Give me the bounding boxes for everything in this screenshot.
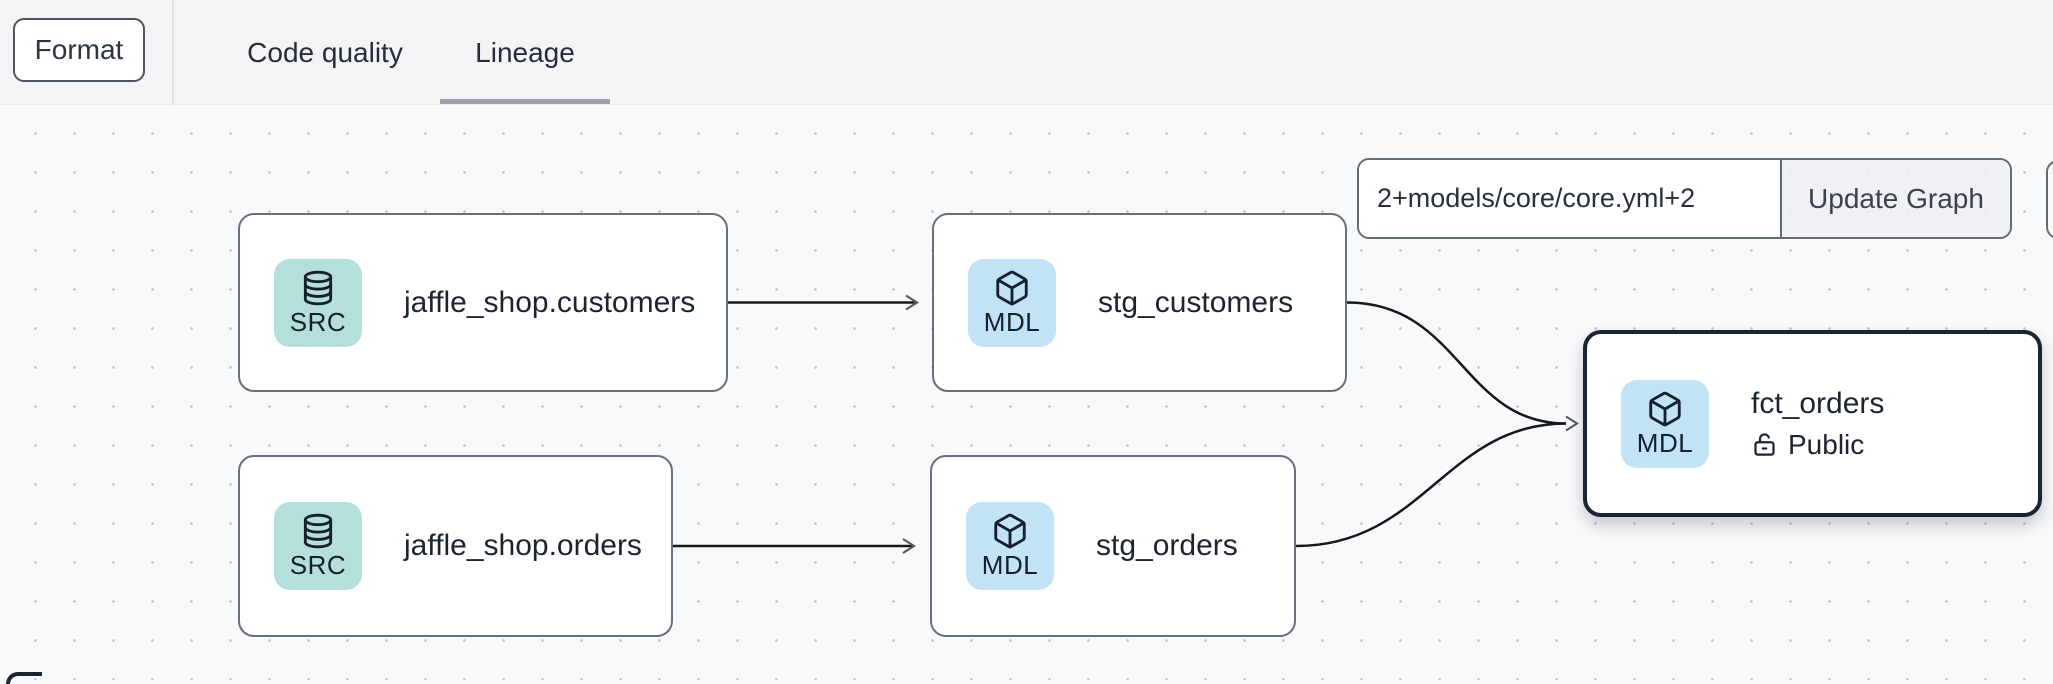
lineage-selector-group: Update Graph — [1357, 158, 2012, 239]
node-fct-orders-selected[interactable]: MDL fct_orders Public — [1583, 330, 2042, 517]
node-label: jaffle_shop.customers — [404, 285, 696, 319]
lineage-selector-input[interactable] — [1359, 160, 1780, 237]
node-jaffle-shop-orders[interactable]: SRC jaffle_shop.orders — [238, 455, 673, 637]
tab-lineage[interactable]: Lineage — [440, 0, 610, 105]
node-stg-customers[interactable]: MDL stg_customers — [932, 213, 1347, 392]
node-label: fct_orders — [1751, 386, 1885, 420]
badge-label: MDL — [981, 550, 1039, 581]
toolbar-divider — [172, 0, 174, 105]
source-badge: SRC — [274, 258, 362, 347]
update-graph-button[interactable]: Update Graph — [1782, 160, 2010, 237]
access-row: Public — [1751, 429, 1884, 461]
active-tab-underline — [440, 99, 610, 104]
badge-label: MDL — [1636, 427, 1694, 458]
cube-icon — [1649, 391, 1681, 427]
model-badge: MDL — [966, 502, 1054, 590]
cut-off-element-bottom-left — [6, 672, 42, 684]
node-label: stg_customers — [1098, 285, 1294, 319]
node-label: stg_orders — [1096, 529, 1238, 562]
node-label: jaffle_shop.orders — [404, 529, 642, 562]
selector-divider — [1780, 160, 1782, 237]
model-badge: MDL — [968, 258, 1056, 347]
model-badge: MDL — [1621, 379, 1709, 468]
database-icon — [303, 270, 333, 306]
cut-off-button-right[interactable] — [2046, 160, 2053, 239]
node-jaffle-shop-customers[interactable]: SRC jaffle_shop.customers — [238, 213, 728, 392]
badge-label: SRC — [289, 550, 347, 581]
database-icon — [303, 514, 333, 549]
access-label: Public — [1788, 428, 1865, 460]
unlock-icon — [1754, 433, 1775, 456]
badge-label: SRC — [289, 306, 347, 337]
badge-label: MDL — [983, 306, 1041, 337]
format-button[interactable]: Format — [13, 18, 145, 82]
cube-icon — [996, 270, 1028, 306]
tab-code-quality[interactable]: Code quality — [222, 0, 428, 105]
toolbar: Format Code quality Lineage — [0, 0, 2053, 105]
source-badge: SRC — [274, 502, 362, 590]
node-stg-orders[interactable]: MDL stg_orders — [930, 455, 1296, 637]
tab-code-quality-label: Code quality — [247, 36, 403, 68]
cube-icon — [994, 514, 1026, 549]
tab-lineage-label: Lineage — [475, 36, 575, 68]
